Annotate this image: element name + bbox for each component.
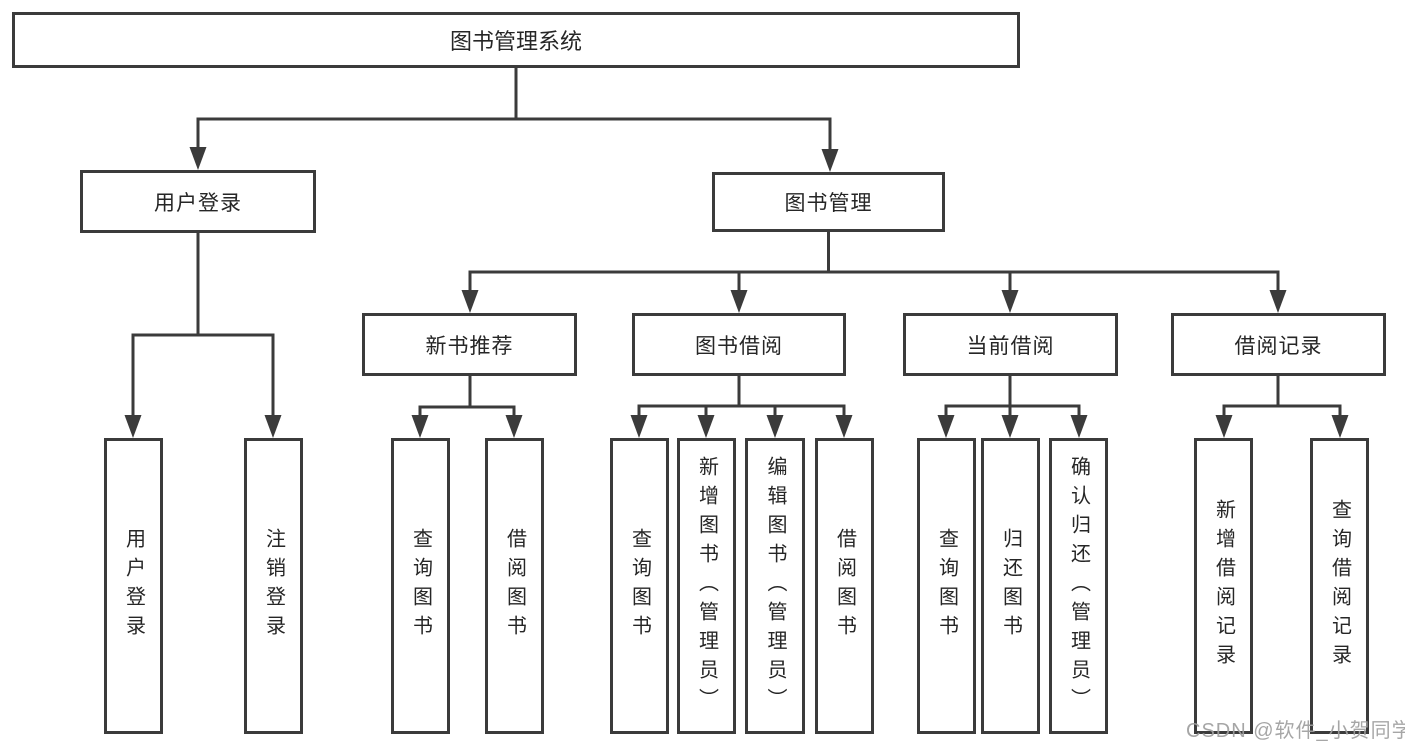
node-leaf-borrow-books-recommend: 借阅图书: [485, 438, 544, 734]
node-borrowing-records: 借阅记录: [1171, 313, 1386, 376]
node-user-login-branch: 用户登录: [80, 170, 316, 233]
node-new-book-recommendation: 新书推荐: [362, 313, 577, 376]
node-leaf-user-login: 用户登录: [104, 438, 163, 734]
node-leaf-return-books: 归还图书: [981, 438, 1040, 734]
node-label: 查询图书: [628, 528, 651, 644]
node-library-management-system: 图书管理系统: [12, 12, 1020, 68]
node-label: 确认归还（管理员）: [1067, 455, 1090, 717]
node-label: 借阅图书: [833, 528, 856, 644]
node-leaf-edit-books-admin: 编辑图书（管理员）: [745, 438, 805, 734]
node-label: 借阅图书: [503, 528, 526, 644]
node-leaf-add-borrow-record: 新增借阅记录: [1194, 438, 1253, 734]
node-label: 查询图书: [935, 528, 958, 644]
node-label: 用户登录: [122, 528, 145, 644]
node-leaf-query-books-borrowing: 查询图书: [610, 438, 669, 734]
node-label: 注销登录: [262, 528, 285, 644]
node-leaf-query-books-recommend: 查询图书: [391, 438, 450, 734]
node-label: 归还图书: [999, 528, 1022, 644]
node-label: 新增图书（管理员）: [695, 455, 718, 717]
node-label: 查询借阅记录: [1328, 499, 1351, 673]
node-label: 编辑图书（管理员）: [764, 455, 786, 717]
csdn-watermark: CSDN @软件_小贺同学: [1186, 720, 1405, 742]
node-leaf-logout: 注销登录: [244, 438, 303, 734]
node-leaf-query-borrow-record: 查询借阅记录: [1310, 438, 1369, 734]
node-leaf-query-books-current: 查询图书: [917, 438, 976, 734]
node-leaf-add-books-admin: 新增图书（管理员）: [677, 438, 736, 734]
node-book-management-branch: 图书管理: [712, 172, 945, 232]
node-leaf-confirm-return-admin: 确认归还（管理员）: [1049, 438, 1108, 734]
node-label: 查询图书: [409, 528, 432, 644]
node-leaf-borrow-books: 借阅图书: [815, 438, 874, 734]
node-book-borrowing: 图书借阅: [632, 313, 846, 376]
node-label: 新增借阅记录: [1212, 499, 1235, 673]
node-current-borrowing: 当前借阅: [903, 313, 1118, 376]
